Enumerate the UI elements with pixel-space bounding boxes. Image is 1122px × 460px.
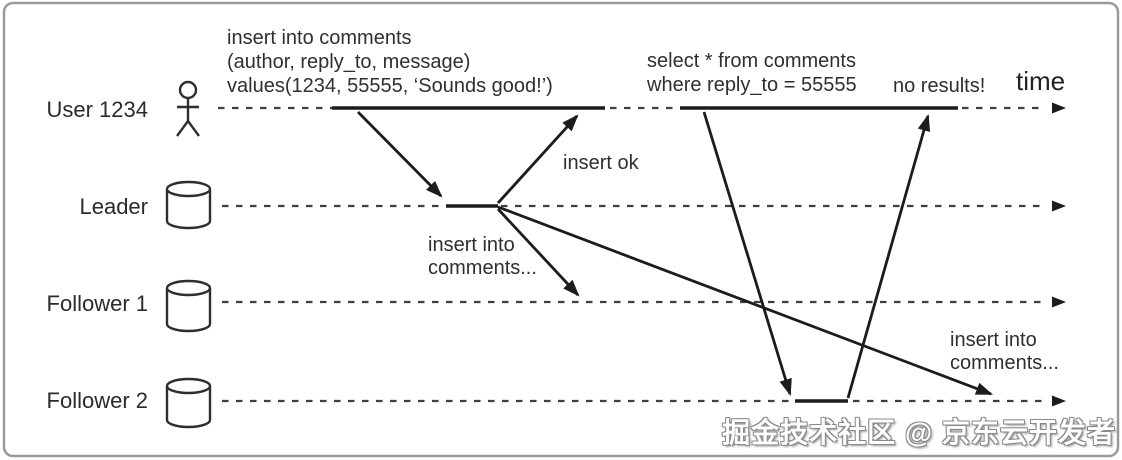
follower1-timeline-arrowhead-icon <box>1052 296 1066 308</box>
no-results-label: no results! <box>893 75 986 97</box>
insert-query-line3: values(1234, 55555, ‘Sounds good!’) <box>227 75 553 97</box>
replicate-annotation-1: insert into comments... <box>428 234 537 280</box>
replicate-annotation-2: insert into comments... <box>950 329 1059 375</box>
insert-request-arrow <box>357 111 443 198</box>
insert-query-line1: insert into comments <box>227 27 412 49</box>
insert-ok-label: insert ok <box>563 152 639 174</box>
replicate-to-follower2-arrow <box>497 205 993 396</box>
follower2-database-cylinder-icon <box>165 377 212 429</box>
follower1-database-cylinder-icon <box>165 279 212 333</box>
follower2-timeline-arrowhead-icon <box>1052 395 1066 407</box>
select-query-line2: where reply_to = 55555 <box>647 74 857 96</box>
replicate-1-line2: comments... <box>428 257 537 279</box>
select-response-arrow <box>846 113 931 399</box>
replicate-to-follower1-arrow <box>496 208 580 297</box>
person-icon <box>176 80 200 137</box>
leader-timeline-arrowhead-icon <box>1052 200 1066 212</box>
select-query-line1: select * from comments <box>647 50 856 72</box>
watermark-text: 掘金技术社区 @ 京东云开发者 <box>722 417 1116 448</box>
time-axis-label: time <box>1016 66 1066 96</box>
select-query-annotation: select * from comments where reply_to = … <box>647 49 857 97</box>
actor-label-follower2: Follower 2 <box>46 388 148 413</box>
insert-query-annotation: insert into comments (author, reply_to, … <box>227 26 553 98</box>
user-timeline-arrowhead-icon <box>1052 102 1066 114</box>
select-request-arrow <box>702 111 792 397</box>
actor-label-follower1: Follower 1 <box>46 291 148 316</box>
replicate-1-line1: insert into <box>428 234 515 256</box>
replicate-2-line2: comments... <box>950 352 1059 374</box>
actor-label-user: User 1234 <box>46 97 148 122</box>
insert-ok-response-arrow <box>496 114 579 204</box>
actor-label-leader: Leader <box>79 194 148 219</box>
replicate-2-line1: insert into <box>950 329 1037 351</box>
insert-query-line2: (author, reply_to, message) <box>227 51 471 73</box>
leader-database-cylinder-icon <box>165 180 212 230</box>
